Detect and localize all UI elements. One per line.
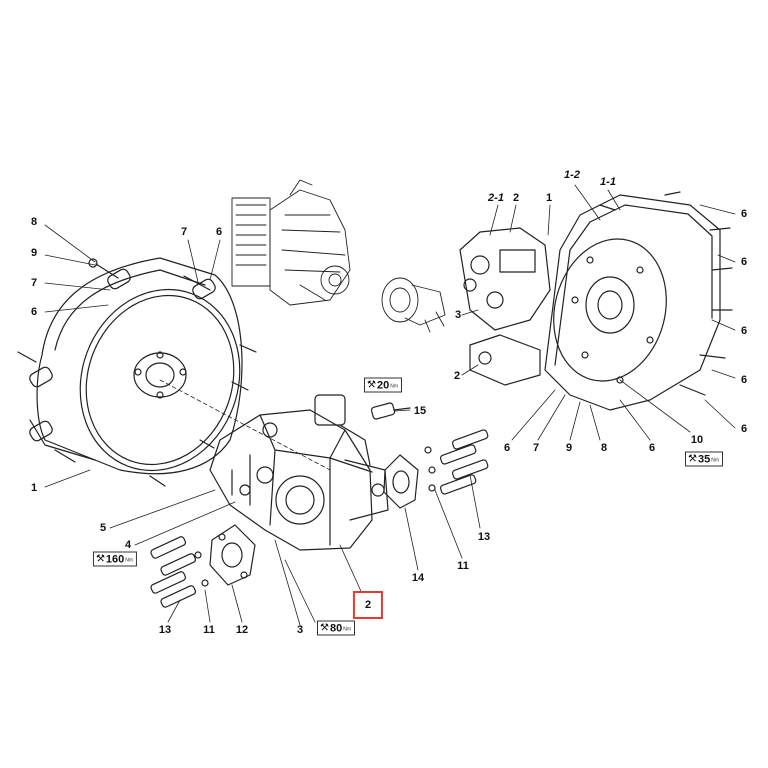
callout-label[interactable]: 3 <box>454 309 462 321</box>
torque-value: 20 <box>376 379 390 391</box>
callout-label[interactable]: 2 <box>453 370 461 382</box>
callout-label[interactable]: 1 <box>30 482 38 494</box>
torque-value: 35 <box>697 453 711 465</box>
central-pump-assembly <box>209 394 389 551</box>
wrench-hammer-icon: ⚒ <box>320 622 329 633</box>
callout-label[interactable]: 1 <box>545 192 553 204</box>
callout-label[interactable]: 1-2 <box>564 169 580 181</box>
callout-label[interactable]: 8 <box>600 442 608 454</box>
torque-unit: Nm <box>390 383 398 390</box>
torque-unit: Nm <box>711 457 719 464</box>
callout-label[interactable]: 13 <box>158 624 172 636</box>
callout-label[interactable]: 6 <box>740 374 748 386</box>
left-flange-and-bolts <box>150 524 256 608</box>
wrench-hammer-icon: ⚒ <box>367 379 376 390</box>
callout-label[interactable]: 2 <box>512 192 520 204</box>
callout-label[interactable]: 6 <box>740 208 748 220</box>
wrench-hammer-icon: ⚒ <box>95 553 105 564</box>
callout-label[interactable]: 15 <box>413 405 427 417</box>
callout-label[interactable]: 7 <box>532 442 540 454</box>
pressure-sensor <box>370 402 411 420</box>
callout-label[interactable]: 4 <box>124 539 132 551</box>
torque-spec-box: ⚒ 80 Nm <box>317 620 355 636</box>
wrench-hammer-icon: ⚒ <box>688 453 697 464</box>
torque-value: 80 <box>329 622 343 634</box>
torque-spec-box: ⚒ 160 Nm <box>92 551 138 567</box>
callout-label[interactable]: 6 <box>648 442 656 454</box>
callout-label[interactable]: 6 <box>740 256 748 268</box>
callout-label[interactable]: 6 <box>215 226 223 238</box>
pump-thumbnail <box>381 277 446 333</box>
selected-callout-2[interactable]: 2 <box>352 591 384 619</box>
torque-unit: Nm <box>125 557 134 564</box>
callout-label[interactable]: 6 <box>503 442 511 454</box>
callout-label[interactable]: 7 <box>180 226 188 238</box>
callout-label[interactable]: 9 <box>30 247 38 259</box>
callout-label[interactable]: 6 <box>740 423 748 435</box>
callout-label[interactable]: 7 <box>30 277 38 289</box>
callout-label[interactable]: 8 <box>30 216 38 228</box>
callout-label[interactable]: 5 <box>99 522 107 534</box>
callout-label[interactable]: 1-1 <box>600 176 616 188</box>
callout-label[interactable]: 11 <box>203 624 215 636</box>
callout-label[interactable]: 13 <box>477 531 491 543</box>
callout-label[interactable]: 2-1 <box>488 192 504 204</box>
callout-label[interactable]: 11 <box>457 560 469 572</box>
callout-label[interactable]: 6 <box>30 306 38 318</box>
torque-unit: Nm <box>343 626 351 633</box>
leader-lines <box>44 184 736 626</box>
right-flange-and-bolts <box>383 429 489 509</box>
callout-label[interactable]: 9 <box>565 442 573 454</box>
torque-value: 160 <box>105 553 125 565</box>
engine-overview <box>231 179 351 306</box>
torque-spec-box: ⚒ 35 Nm <box>685 451 723 467</box>
callout-label[interactable]: 12 <box>235 624 249 636</box>
callout-label[interactable]: 6 <box>740 325 748 337</box>
right-flywheel-housing <box>459 191 733 411</box>
callout-label[interactable]: 14 <box>411 572 425 584</box>
left-flywheel-housing <box>17 257 331 487</box>
torque-spec-box: ⚒ 20 Nm <box>364 377 402 393</box>
callout-label[interactable]: 3 <box>296 624 304 636</box>
callout-label[interactable]: 10 <box>690 434 704 446</box>
